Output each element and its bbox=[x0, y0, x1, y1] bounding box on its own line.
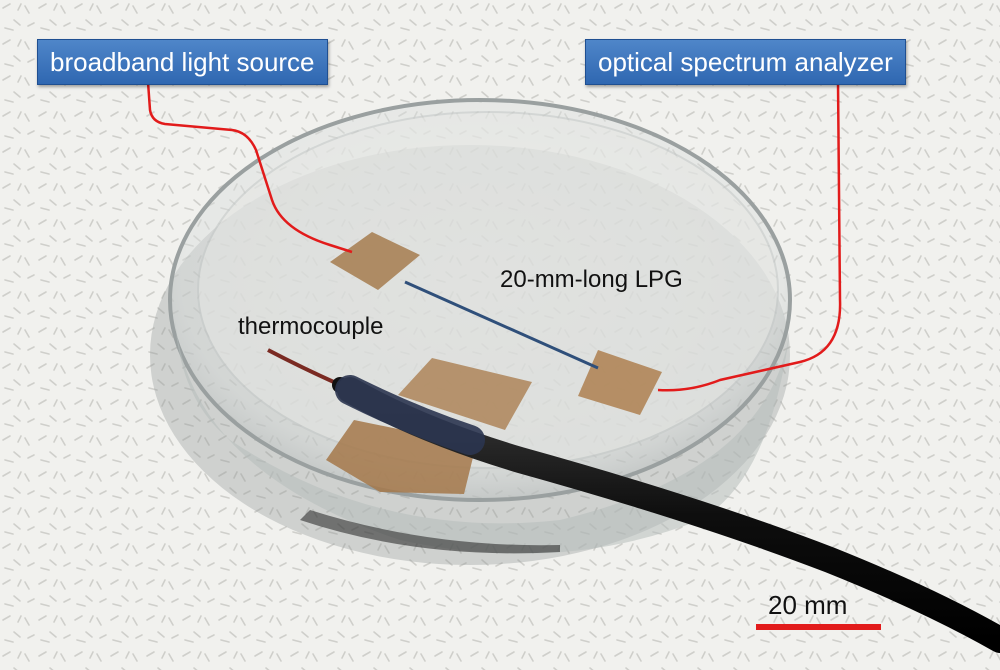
dish-front-wall bbox=[175, 320, 790, 554]
thermocouple-annotation: thermocouple bbox=[238, 313, 384, 340]
scale-bar-label: 20 mm bbox=[768, 590, 848, 620]
fiber-lead-left bbox=[146, 81, 353, 254]
broadband-light-source-label: broadband light source bbox=[37, 39, 328, 85]
cable-sheath bbox=[335, 375, 485, 455]
scale-bar bbox=[756, 624, 881, 630]
tape-right bbox=[578, 350, 662, 415]
lpg-fiber bbox=[404, 280, 599, 370]
tape-left-top bbox=[330, 232, 420, 290]
optical-spectrum-analyzer-label: optical spectrum analyzer bbox=[585, 39, 906, 85]
fiber-lead-right bbox=[657, 81, 842, 392]
dish-wall-reflection bbox=[300, 510, 560, 554]
lpg-annotation: 20-mm-long LPG bbox=[500, 266, 683, 293]
tape-middle bbox=[398, 358, 532, 430]
